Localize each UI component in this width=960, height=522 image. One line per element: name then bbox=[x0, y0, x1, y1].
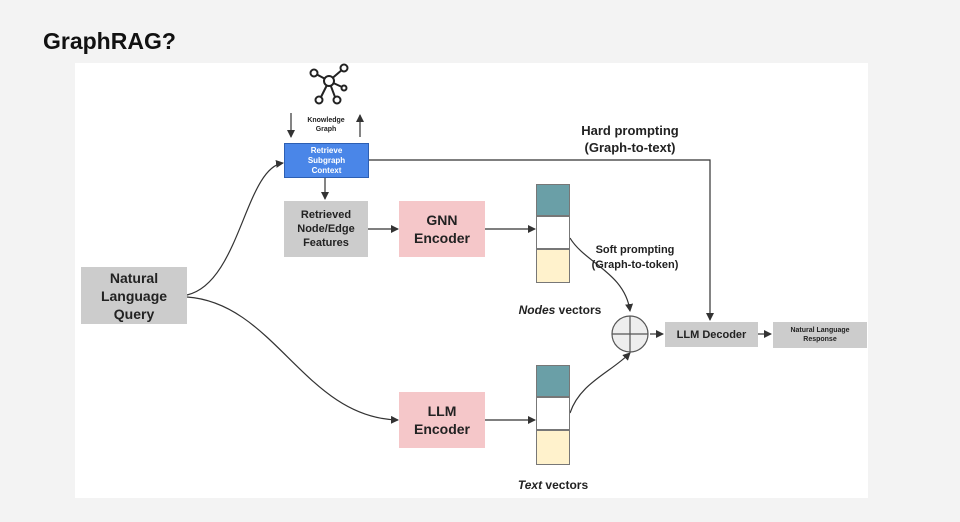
soft-prompting-label: Soft prompting (Graph-to-token) bbox=[591, 244, 679, 271]
slide-title: GraphRAG? bbox=[43, 28, 176, 54]
nodes-vectors-label: Nodes vectors bbox=[495, 303, 625, 317]
text-vector-cell-1 bbox=[536, 365, 570, 397]
knowledge-graph-label: Knowledge Graph bbox=[307, 117, 345, 133]
connector-lines bbox=[186, 63, 772, 424]
text-vectors-label: Text vectors bbox=[488, 478, 618, 492]
llm-encoder-box: LLM Encoder bbox=[399, 392, 485, 448]
circle-plus-icon bbox=[611, 315, 649, 353]
text-vectors-rest: vectors bbox=[542, 478, 589, 492]
query-box: Natural Language Query bbox=[81, 267, 187, 324]
edge-query-retrieve bbox=[186, 159, 284, 296]
graph-network-icon bbox=[309, 63, 349, 105]
retrieved-features-box: Retrieved Node/Edge Features bbox=[284, 201, 368, 257]
edge-query-llm-encoder bbox=[186, 296, 399, 424]
nodes-vectors-emph: Nodes bbox=[518, 303, 556, 317]
nodes-vectors-rest: vectors bbox=[555, 303, 602, 317]
llm-decoder-box: LLM Decoder bbox=[665, 322, 758, 347]
edge-hard-prompting bbox=[369, 159, 714, 321]
text-vector-cell-2 bbox=[536, 397, 570, 430]
node-vector-cell-1 bbox=[536, 184, 570, 216]
gnn-encoder-box: GNN Encoder bbox=[399, 201, 485, 257]
node-vector-cell-3 bbox=[536, 249, 570, 283]
node-vector-cell-2 bbox=[536, 216, 570, 249]
text-vector-cell-3 bbox=[536, 430, 570, 465]
retrieve-subgraph-box: Retrieve Subgraph Context bbox=[284, 143, 369, 178]
diagram-panel: Knowledge Graph Natural Language Query R… bbox=[75, 63, 868, 498]
edge-textvec-plus bbox=[569, 352, 631, 414]
edge-nodevec-plus bbox=[569, 237, 634, 312]
response-box: Natural Language Response bbox=[773, 322, 867, 348]
text-vectors-emph: Text bbox=[517, 478, 543, 492]
hard-prompting-label: Hard prompting (Graph-to-text) bbox=[581, 123, 679, 155]
